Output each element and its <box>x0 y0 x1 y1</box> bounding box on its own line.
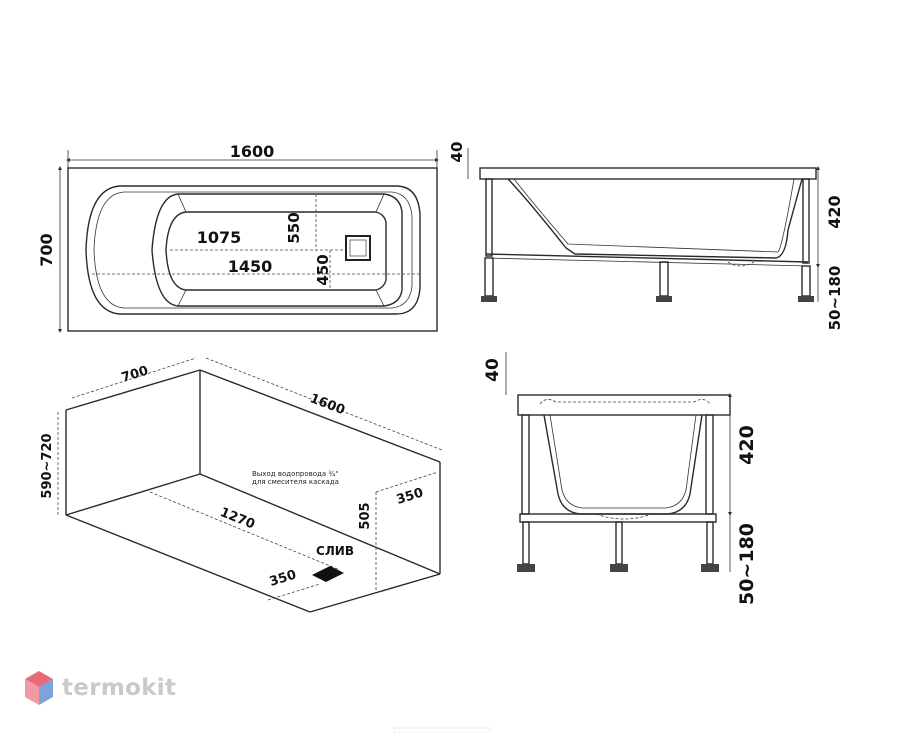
drain-marker <box>312 566 344 582</box>
top-inner-length-label: 1075 <box>197 228 242 247</box>
end-view: 40 420 50~180 <box>483 352 758 605</box>
iso-width-label: 700 <box>120 364 150 386</box>
iso-note-line1: Выход водопровода ¾" <box>252 470 338 478</box>
top-length-label: 1600 <box>230 142 275 161</box>
iso-wall-height-label: 590~720 <box>40 433 55 498</box>
side-view: 40 420 50~180 <box>448 142 844 331</box>
end-rim-label: 40 <box>483 358 503 382</box>
iso-floor-length-label: 1270 <box>218 505 257 532</box>
top-inner-width-label: 550 <box>285 212 303 243</box>
top-width-label: 700 <box>37 233 56 266</box>
top-view: 1600 700 1075 1450 550 450 <box>37 142 439 333</box>
iso-drain-label: СЛИВ <box>316 544 354 558</box>
top-bottom-length-label: 1450 <box>228 257 273 276</box>
side-height-label: 420 <box>825 195 844 228</box>
side-rim-label: 40 <box>448 142 466 163</box>
side-legs-label: 50~180 <box>826 266 844 331</box>
iso-drain-depth-label: 350 <box>268 568 298 590</box>
iso-drain-offset-label: 350 <box>395 486 425 508</box>
iso-drain-height-label: 505 <box>358 502 373 529</box>
cube-icon <box>25 671 53 705</box>
end-legs-label: 50~180 <box>736 523 758 605</box>
brand-name: termokit <box>62 675 177 701</box>
iso-view: 700 1600 590~720 Выход водопровода ¾" дл… <box>40 357 443 613</box>
end-height-label: 420 <box>736 425 758 465</box>
iso-note-line2: для смесителя каскада <box>252 478 339 486</box>
brand-logo: termokit <box>24 668 176 708</box>
top-bottom-width-label: 450 <box>314 254 332 285</box>
